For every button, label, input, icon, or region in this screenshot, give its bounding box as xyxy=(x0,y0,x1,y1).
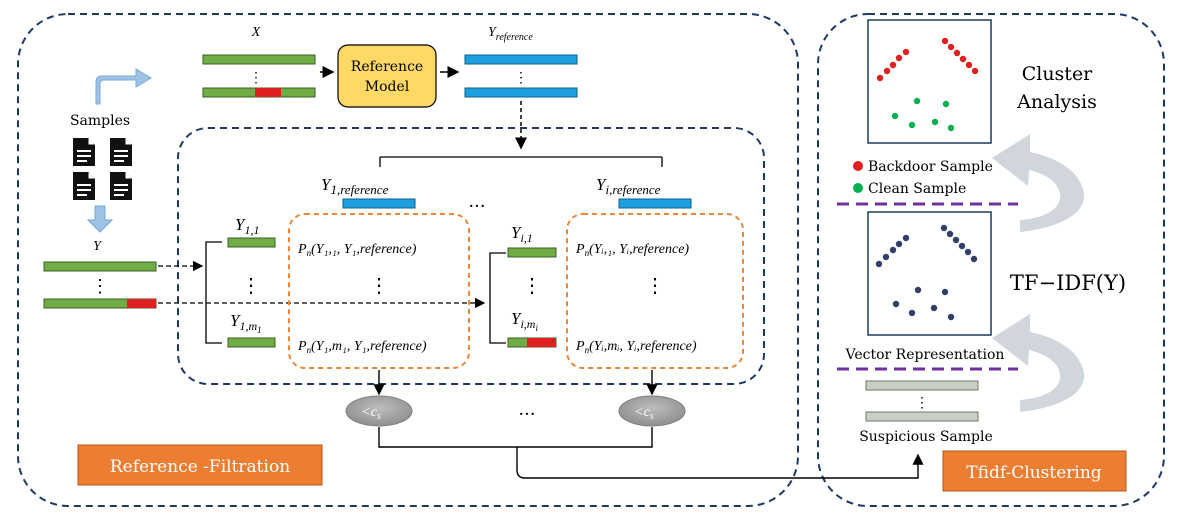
yref-ellipsis: ⋮ xyxy=(514,70,528,86)
clustering-label-box xyxy=(942,450,1127,492)
samples-ellipsis: ⋮ xyxy=(91,276,109,297)
x-label: X xyxy=(251,25,261,40)
clustering-label: Tfidf-Clustering xyxy=(966,463,1102,483)
clustering-panel xyxy=(817,13,1165,507)
group1-score-dots: ⋮ xyxy=(369,273,389,297)
samples-y-label: Y xyxy=(93,239,103,254)
x-bar-bottom-red xyxy=(255,88,281,97)
group1-score-box xyxy=(288,213,470,369)
group1-last-bar xyxy=(227,337,276,348)
groupi-dots: ⋮ xyxy=(522,273,542,297)
between-groups-dots-bottom: ··· xyxy=(518,404,535,425)
document-icon xyxy=(110,172,132,200)
yref-bar-bottom xyxy=(464,87,578,98)
group1-first-bar xyxy=(227,237,276,248)
groupi-last-label: Yi,mi xyxy=(511,309,538,333)
yref-bar-top xyxy=(464,54,578,65)
reference-model-line2: Model xyxy=(365,79,410,95)
cluster-analysis-title-line2: Analysis xyxy=(1016,91,1097,113)
down-arrow-icon xyxy=(86,205,114,233)
document-icon xyxy=(73,172,95,200)
backdoor-cluster-points xyxy=(876,37,979,82)
groupi-first-label: Yi,1 xyxy=(511,223,533,245)
document-icon xyxy=(110,138,132,166)
vector-representation-label: Vector Representation xyxy=(845,347,1005,363)
x-bar-top xyxy=(202,54,316,65)
groupi-score-dots: ⋮ xyxy=(645,273,665,297)
group1-ref-bar xyxy=(342,198,416,209)
groupi-threshold-label: <cs xyxy=(634,405,654,422)
tfidf-label: TF−IDF(Y) xyxy=(1010,271,1126,295)
group1-first-label: Y1,1 xyxy=(235,215,259,237)
group1-last-label: Y1,m1 xyxy=(230,311,262,335)
suspicious-bar-top xyxy=(865,380,979,391)
suspicious-ellipsis: ⋮ xyxy=(915,395,929,411)
samples-label: Samples xyxy=(70,113,130,129)
groupi-score-last: Pn(Yᵢ,mᵢ, Yᵢ,reference) xyxy=(575,339,697,355)
legend-clean-dot xyxy=(853,183,863,193)
groupi-score-box xyxy=(566,213,744,369)
clean-cluster-points xyxy=(891,97,955,132)
groupi-score-first: Pn(Yᵢ,₁, Yᵢ,reference) xyxy=(575,242,689,258)
document-icon xyxy=(73,138,95,166)
filtration-label-box xyxy=(77,444,323,486)
group1-score-last: Pn(Y₁,m₁, Y₁,reference) xyxy=(297,339,427,355)
suspicious-sample-label: Suspicious Sample xyxy=(859,429,993,445)
cluster-analysis-title-line1: Cluster xyxy=(1022,63,1093,85)
y-reference-label: Yreference xyxy=(488,25,533,43)
sample-bar-top xyxy=(43,261,157,272)
group1-threshold-label: <cs xyxy=(361,405,381,422)
groupi-ref-bar xyxy=(618,198,692,209)
vector-points xyxy=(875,224,978,321)
arrow-to-suspicious xyxy=(516,447,924,479)
legend-backdoor-label: Backdoor Sample xyxy=(868,159,993,175)
groupi-bracket xyxy=(489,252,506,344)
curved-arrow-icon xyxy=(95,68,152,105)
between-groups-dots-top: ··· xyxy=(468,196,485,217)
curved-arrow-lower-icon xyxy=(992,314,1085,412)
groupi-threshold xyxy=(618,395,686,427)
vector-plot xyxy=(867,211,992,336)
reference-model-box xyxy=(337,44,437,108)
group1-ref-label: Y1,reference xyxy=(321,175,389,197)
threshold-merge-line xyxy=(378,427,653,448)
groupi-last-bar-red xyxy=(527,338,556,347)
cluster-plot xyxy=(867,19,992,144)
reference-model-line1: Reference xyxy=(351,59,423,75)
curved-arrow-upper-icon xyxy=(992,134,1085,232)
groupi-first-bar xyxy=(507,247,557,258)
group1-bracket xyxy=(205,241,222,344)
sample-bar-bottom-red xyxy=(127,299,156,308)
group1-threshold xyxy=(345,395,413,427)
suspicious-bar-bottom xyxy=(865,411,979,422)
filtration-panel xyxy=(17,13,799,507)
group1-score-first: Pn(Y₁,₁, Y₁,reference) xyxy=(297,242,417,258)
x-ellipsis: ⋮ xyxy=(249,70,263,86)
group1-dots: ⋮ xyxy=(241,273,261,297)
legend-clean-label: Clean Sample xyxy=(868,181,966,197)
legend-backdoor-dot xyxy=(853,161,863,171)
filtration-label: Reference -Filtration xyxy=(110,457,290,477)
groupi-ref-label: Yi,reference xyxy=(596,175,661,197)
